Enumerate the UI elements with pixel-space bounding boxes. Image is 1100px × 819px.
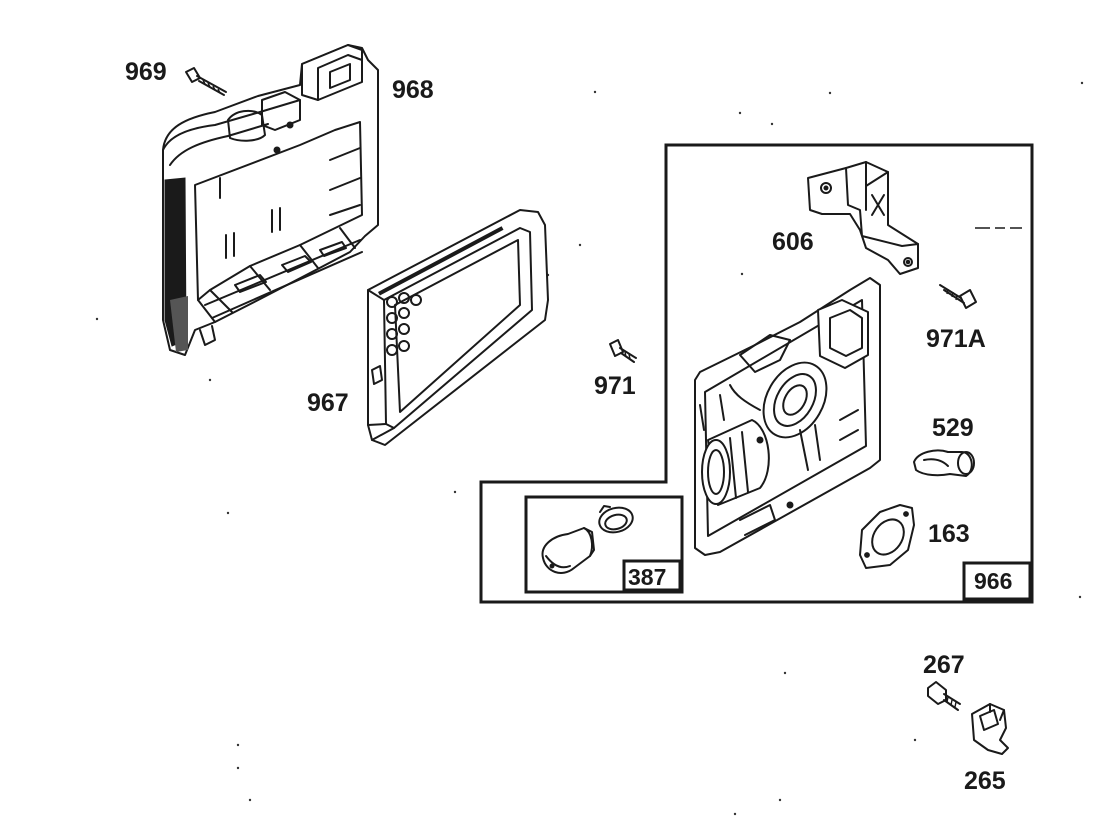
part-label-967: 967	[307, 389, 349, 417]
part-label-969: 969	[125, 58, 167, 86]
air-cleaner-base-968	[162, 44, 379, 356]
elbow-529	[913, 449, 975, 477]
bolt-969	[185, 67, 227, 96]
part-label-971a: 971A	[926, 325, 986, 353]
kit-label-966: 966	[974, 568, 1012, 594]
clamp-ring-387	[598, 505, 634, 534]
part-label-265: 265	[964, 767, 1006, 795]
part-label-267: 267	[923, 651, 965, 679]
gasket-163	[859, 504, 915, 569]
part-label-971: 971	[594, 372, 636, 400]
part-label-163: 163	[928, 520, 970, 548]
screw-971	[609, 339, 637, 363]
bolt-971a	[939, 284, 977, 309]
kit-frame-966	[479, 143, 1034, 604]
primer-bulb-387	[541, 527, 595, 574]
kit-label-387: 387	[628, 564, 666, 590]
screw-267	[927, 681, 961, 711]
bracket-606	[807, 161, 919, 275]
kit-frame-387	[524, 495, 684, 594]
carburetor-base-plate	[694, 277, 881, 556]
air-filter-967	[367, 209, 549, 446]
filter-pleat-texture	[378, 226, 504, 356]
part-label-606: 606	[772, 228, 814, 256]
part-label-529: 529	[932, 414, 974, 442]
part-label-968: 968	[392, 76, 434, 104]
background-specks	[95, 81, 1084, 816]
clip-265	[971, 703, 1009, 755]
